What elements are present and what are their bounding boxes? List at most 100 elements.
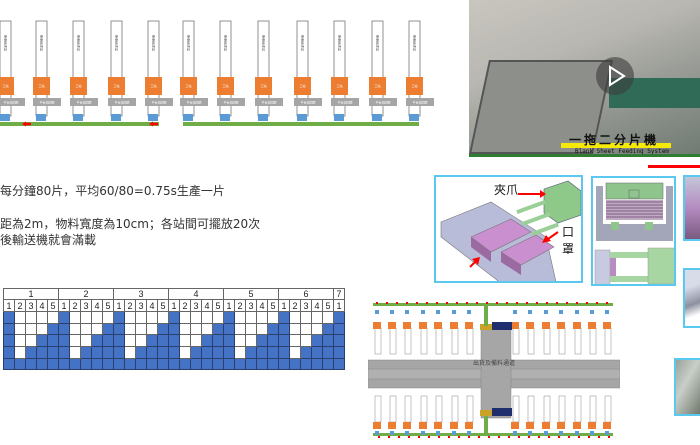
grid-cell: [124, 322, 136, 336]
sub-header: 3: [80, 299, 92, 312]
sub-header: 5: [47, 299, 59, 312]
grid-cell: [201, 357, 213, 371]
sub-header: 3: [190, 299, 202, 312]
grid-cell: [168, 357, 180, 371]
grid-cell: [267, 322, 279, 336]
sub-header: 4: [36, 299, 48, 312]
grid-cell: [300, 311, 312, 324]
marker: [606, 302, 608, 304]
grid-cell: [80, 357, 92, 371]
center-aisle-label: 出貨及備料通道: [472, 360, 515, 367]
grid-cell: [223, 322, 235, 336]
workstation: [420, 327, 428, 355]
grid-cell: [289, 311, 301, 324]
sub-header: 5: [157, 299, 169, 312]
workstation: [527, 395, 535, 423]
sub-header: 2: [14, 299, 26, 312]
marker: [556, 302, 558, 304]
workstation-box: [603, 422, 611, 429]
grid-cell: [36, 311, 48, 324]
station-buffer: [0, 114, 10, 121]
grid-cell: [333, 357, 345, 371]
buffer: [513, 431, 517, 435]
station-box-label: 工站: [185, 83, 191, 88]
marker: [458, 436, 460, 438]
marker: [538, 436, 540, 438]
grid-cell: [14, 322, 26, 336]
station-tag: [217, 98, 245, 106]
buffer: [421, 431, 425, 435]
grid-cell: [223, 311, 235, 324]
grid-cell: [168, 346, 180, 359]
buffer: [513, 310, 517, 314]
grid-cell: [157, 346, 169, 359]
sub-header: 1: [223, 299, 235, 312]
note-full-load: 後輸送機就會滿載: [0, 233, 97, 247]
buffer: [390, 310, 394, 314]
marker: [428, 436, 430, 438]
workstation-box: [542, 422, 550, 429]
group-header: 5: [223, 288, 279, 300]
grid-cell: [47, 334, 59, 348]
station-tag-label: 平台站間距: [114, 100, 129, 105]
sub-header: 3: [25, 299, 37, 312]
grid-cell: [289, 334, 301, 348]
workstation-box: [450, 322, 458, 329]
grid-cell: [3, 334, 15, 348]
grid-cell: [234, 311, 246, 324]
grid-cell: [69, 357, 81, 371]
grid-cell: [245, 357, 257, 371]
station-buffer: [148, 114, 158, 121]
grid-cell: [168, 334, 180, 348]
grid-cell: [102, 322, 114, 336]
play-button[interactable]: [596, 57, 634, 95]
workstation: [604, 395, 612, 423]
mask-label: 口罩: [562, 225, 575, 256]
video-subtitle: Blank Sheet Feeding System: [575, 148, 669, 155]
station-box: [294, 77, 311, 95]
buffer: [375, 431, 379, 435]
grid-cell: [58, 311, 70, 324]
station-tag: [294, 98, 322, 106]
sub-header: 2: [69, 299, 81, 312]
station-box-label: 工站: [75, 83, 81, 88]
workstation: [466, 327, 474, 355]
workstation: [451, 395, 459, 423]
feed-conveyor: [484, 416, 488, 434]
factory-layout-plan: 出貨及備料通道: [367, 298, 621, 441]
grid-cell: [190, 357, 202, 371]
workstation: [589, 395, 597, 423]
workstation-box: [511, 322, 519, 329]
group-header: 7: [333, 288, 345, 300]
station-tag-label: 平台站間距: [3, 100, 18, 105]
marker: [528, 436, 530, 438]
grid-cell: [69, 311, 81, 324]
workstation-box: [373, 322, 381, 329]
grid-cell: [3, 322, 15, 336]
station-tag: [145, 98, 173, 106]
marker: [478, 436, 480, 438]
station-buffer: [258, 114, 268, 121]
station-tag-label: 平台站間距: [223, 100, 238, 105]
grid-cell: [212, 334, 224, 348]
station-tag: [406, 98, 434, 106]
marker: [456, 302, 458, 304]
grid-cell: [80, 346, 92, 359]
grid-cell: [333, 346, 345, 359]
station-label: 保養區/待料: [376, 34, 380, 52]
video-player[interactable]: 一拖二分片機 Blank Sheet Feeding System: [469, 0, 700, 157]
station-tag: [331, 98, 359, 106]
marker: [526, 302, 528, 304]
grid-cell: [135, 346, 147, 359]
station-box-label: 工站: [260, 83, 266, 88]
buffer: [452, 310, 456, 314]
sub-header: 1: [278, 299, 290, 312]
marker: [568, 436, 570, 438]
station-buffer: [409, 114, 419, 121]
grid-cell: [58, 334, 70, 348]
marker: [558, 436, 560, 438]
partial-photo-panel: [674, 358, 700, 416]
